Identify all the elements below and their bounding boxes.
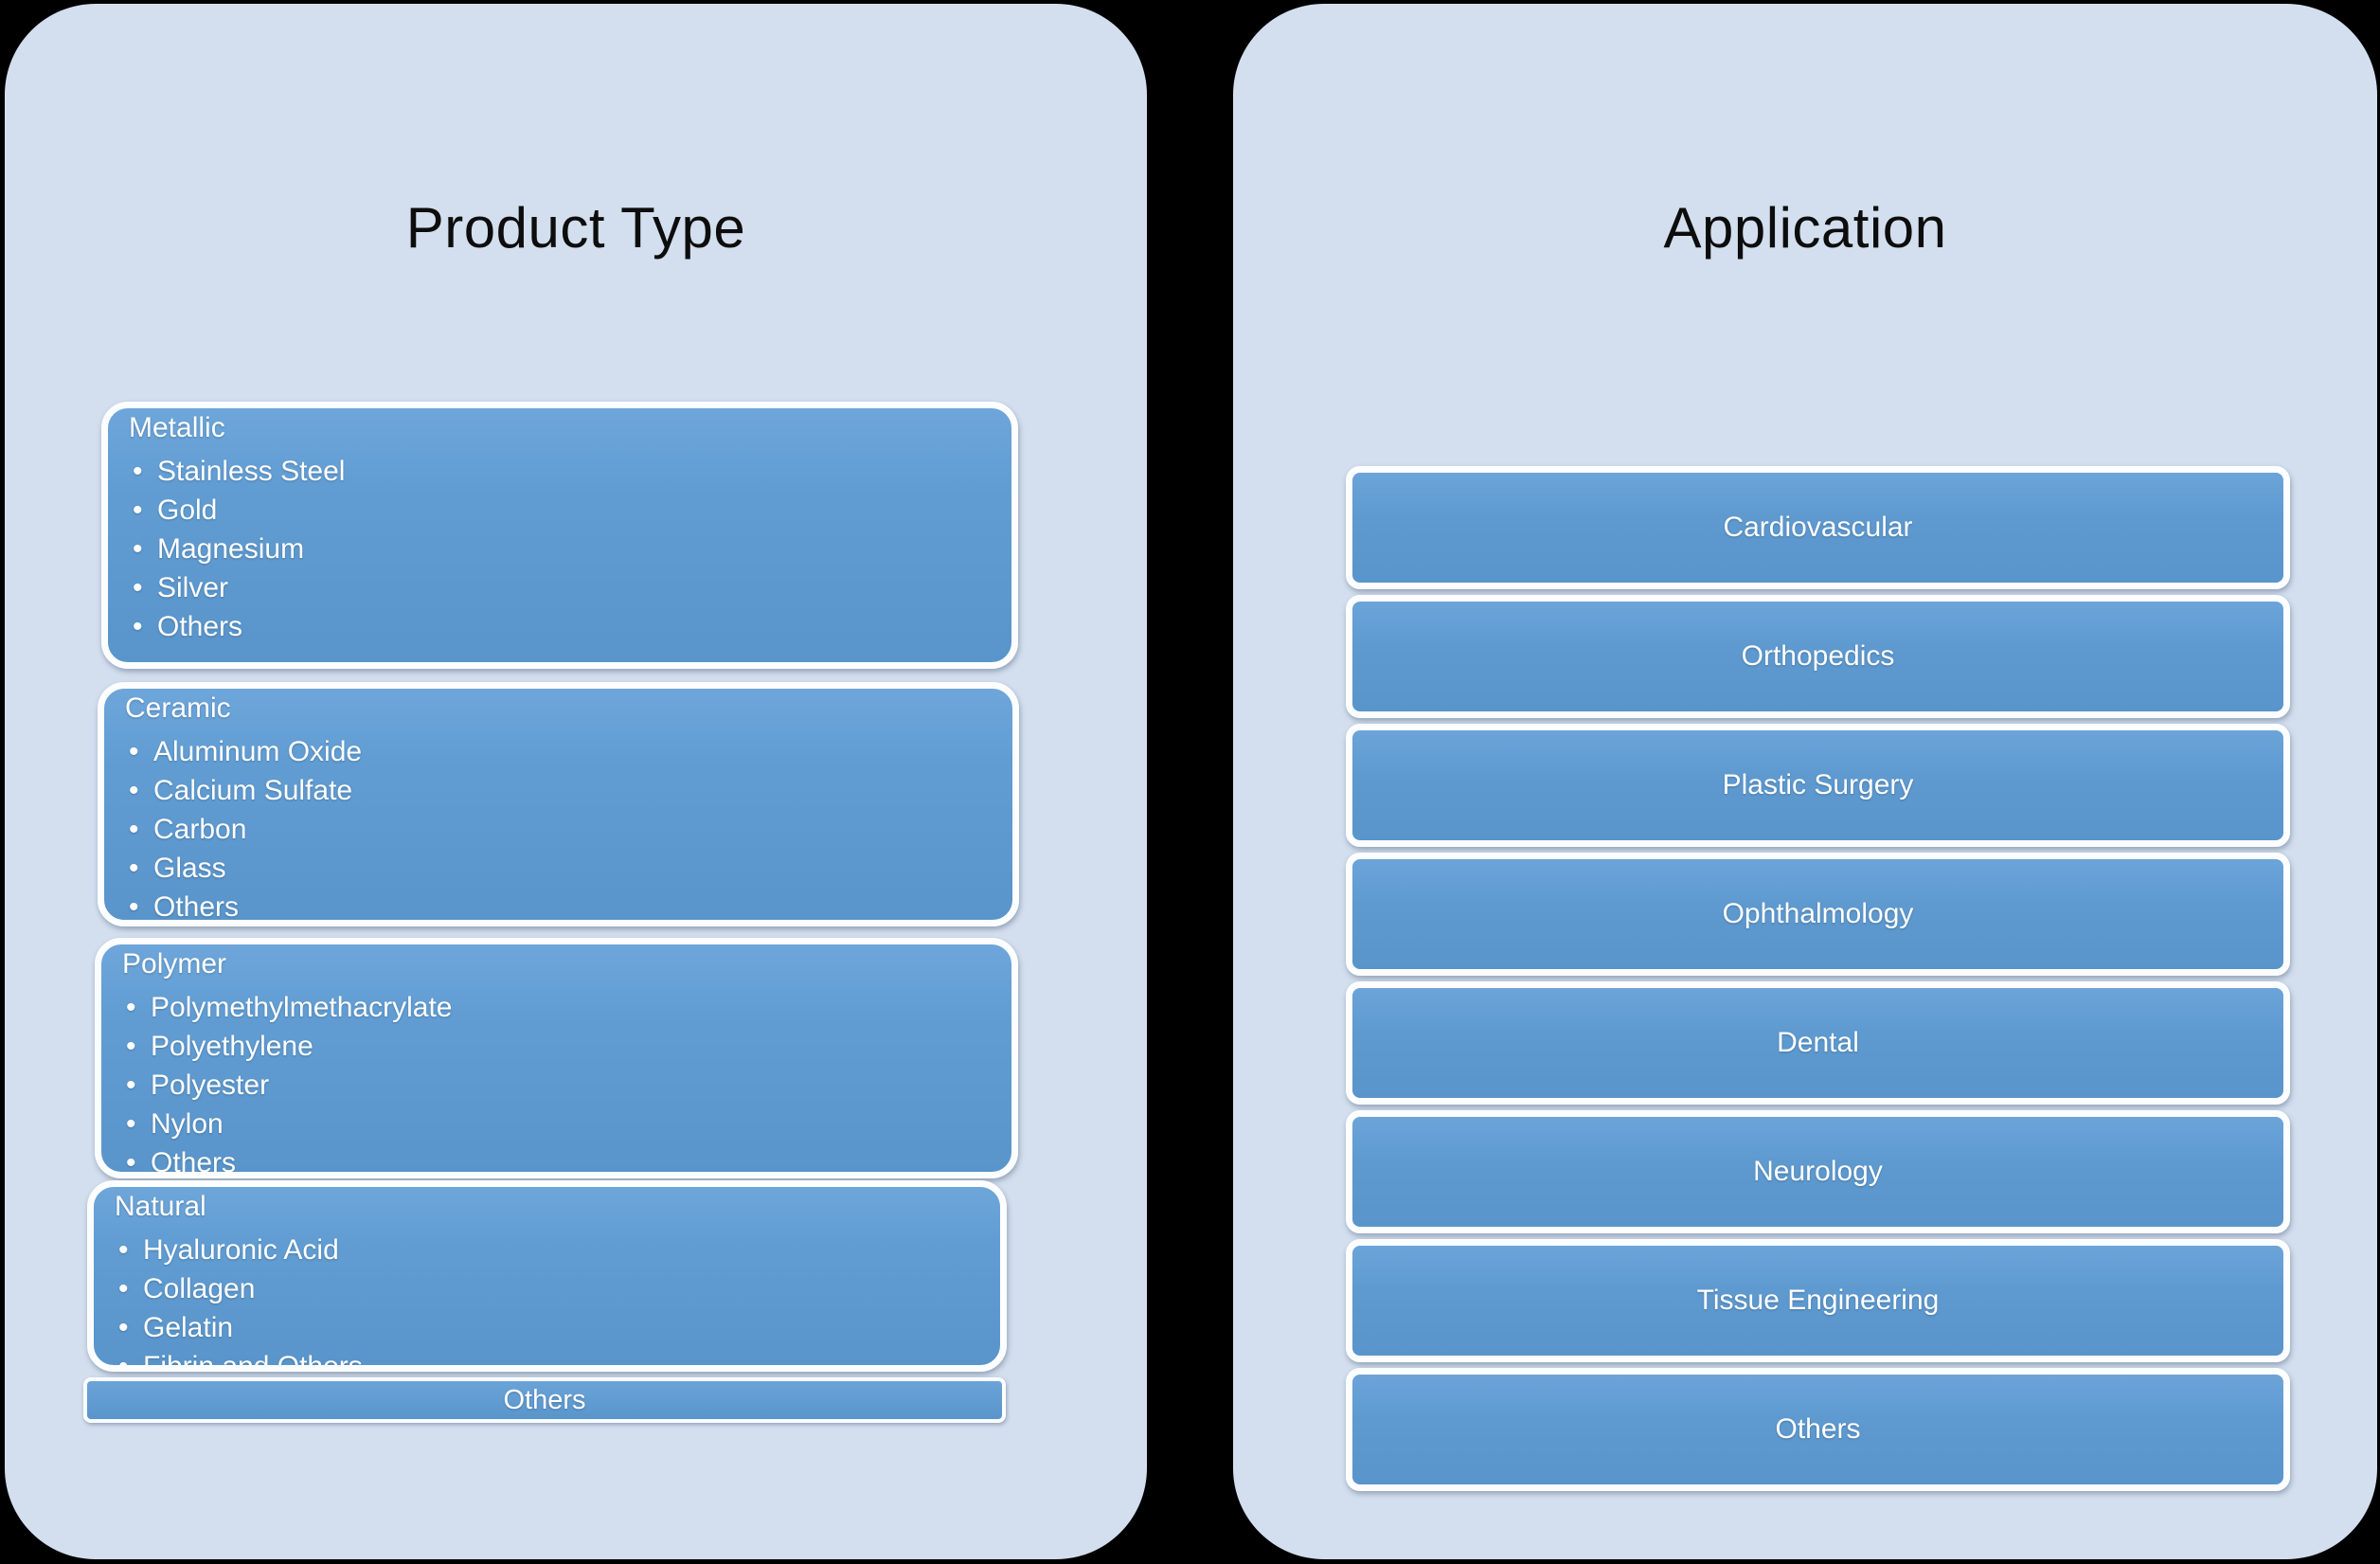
list-item-label: Stainless Steel xyxy=(157,456,346,487)
bullet-icon: • xyxy=(126,1031,136,1062)
list-item: • Others xyxy=(108,607,1011,646)
list-item: • Others xyxy=(101,1143,1011,1178)
bullet-icon: • xyxy=(126,1070,136,1101)
list-item-label: Nylon xyxy=(151,1108,224,1140)
application-label: Neurology xyxy=(1753,1156,1883,1187)
list-item: • Stainless Steel xyxy=(108,452,1011,491)
group-title: Metallic xyxy=(129,412,225,443)
application-box-ophthalmology: Ophthalmology xyxy=(1346,853,2290,976)
group-title: Ceramic xyxy=(125,692,231,724)
application-panel: Application Cardiovascular Orthopedics P… xyxy=(1233,4,2377,1559)
bullet-icon: • xyxy=(133,494,143,526)
group-box-others: Others xyxy=(83,1377,1006,1423)
bullet-icon: • xyxy=(118,1273,129,1304)
group-box-polymer: Polymer • Polymethylmethacrylate • Polyeth… xyxy=(95,938,1018,1178)
bullet-icon: • xyxy=(133,572,143,603)
list-item: • Silver xyxy=(108,568,1011,607)
list-item-label: Silver xyxy=(157,572,229,603)
list-item-label: Polyester xyxy=(151,1070,270,1101)
application-box-cardiovascular: Cardiovascular xyxy=(1346,466,2290,589)
bullet-icon: • xyxy=(129,891,139,923)
bullet-list: • Polymethylmethacrylate • Polyethylene • P… xyxy=(101,988,1011,1178)
bullet-list: • Aluminum Oxide • Calcium Sulfate • Carbon… xyxy=(104,732,1012,923)
application-box-tissue-engineering: Tissue Engineering xyxy=(1346,1239,2290,1362)
list-item-label: Fibrin and Others xyxy=(143,1351,363,1372)
list-item-label: Carbon xyxy=(153,814,247,845)
application-box-dental: Dental xyxy=(1346,981,2290,1105)
bullet-icon: • xyxy=(118,1312,129,1343)
list-item-label: Collagen xyxy=(143,1273,256,1304)
application-label: Dental xyxy=(1777,1027,1859,1058)
list-item: • Others xyxy=(104,888,1012,923)
list-item: • Polymethylmethacrylate xyxy=(101,988,1011,1027)
bullet-icon: • xyxy=(118,1351,129,1372)
list-item-label: Gelatin xyxy=(143,1312,234,1343)
list-item-label: Others xyxy=(157,611,243,642)
group-title: Natural xyxy=(115,1191,206,1222)
product-type-panel: Product Type Metallic • Stainless Steel •… xyxy=(5,4,1147,1559)
application-box-others: Others xyxy=(1346,1368,2290,1491)
bullet-icon: • xyxy=(129,814,139,845)
list-item-label: Hyaluronic Acid xyxy=(143,1234,339,1266)
group-box-ceramic: Ceramic • Aluminum Oxide • Calcium Sulfate… xyxy=(98,682,1019,926)
bullet-icon: • xyxy=(129,775,139,806)
list-item-label: Magnesium xyxy=(157,533,305,565)
bullet-icon: • xyxy=(126,1147,136,1178)
page-title: Application xyxy=(1663,196,1947,260)
list-item: • Polyester xyxy=(101,1066,1011,1105)
list-item-label: Others xyxy=(153,891,240,923)
list-item: • Fibrin and Others xyxy=(94,1347,1000,1372)
bullet-list: • Stainless Steel • Gold • Magnesium • Silve… xyxy=(108,452,1011,646)
list-item: • Carbon xyxy=(104,810,1012,849)
application-label: Orthopedics xyxy=(1741,640,1895,672)
application-label: Plastic Surgery xyxy=(1722,769,1914,800)
list-item-label: Polymethylmethacrylate xyxy=(151,992,453,1023)
bullet-list: • Hyaluronic Acid • Collagen • Gelatin • Fib… xyxy=(94,1231,1000,1372)
list-item-label: Calcium Sulfate xyxy=(153,775,353,806)
list-item: • Aluminum Oxide xyxy=(104,732,1012,771)
list-item-label: Gold xyxy=(157,494,218,526)
application-label: Ophthalmology xyxy=(1722,898,1914,929)
page-title: Product Type xyxy=(405,196,746,260)
bullet-icon: • xyxy=(133,533,143,565)
list-item: • Calcium Sulfate xyxy=(104,771,1012,810)
list-item: • Glass xyxy=(104,849,1012,888)
list-item: • Polyethylene xyxy=(101,1027,1011,1066)
application-box-neurology: Neurology xyxy=(1346,1110,2290,1233)
list-item-label: Others xyxy=(151,1147,237,1178)
application-label: Others xyxy=(1775,1413,1861,1445)
application-box-plastic-surgery: Plastic Surgery xyxy=(1346,724,2290,847)
group-title: Polymer xyxy=(122,948,227,980)
group-title: Others xyxy=(503,1384,586,1415)
list-item-label: Aluminum Oxide xyxy=(153,736,363,767)
application-label: Cardiovascular xyxy=(1723,512,1913,543)
list-item-label: Glass xyxy=(153,853,226,884)
list-item: • Collagen xyxy=(94,1269,1000,1308)
bullet-icon: • xyxy=(133,456,143,487)
application-label: Tissue Engineering xyxy=(1696,1285,1940,1316)
group-box-natural: Natural • Hyaluronic Acid • Collagen • Gela… xyxy=(87,1180,1007,1372)
bullet-icon: • xyxy=(129,853,139,884)
bullet-icon: • xyxy=(129,736,139,767)
list-item: • Hyaluronic Acid xyxy=(94,1231,1000,1269)
list-item-label: Polyethylene xyxy=(151,1031,313,1062)
bullet-icon: • xyxy=(118,1234,129,1266)
list-item: • Gold xyxy=(108,491,1011,530)
application-box-orthopedics: Orthopedics xyxy=(1346,595,2290,718)
list-item: • Nylon xyxy=(101,1105,1011,1143)
list-item: • Gelatin xyxy=(94,1308,1000,1347)
group-box-metallic: Metallic • Stainless Steel • Gold • Magnesi… xyxy=(101,402,1018,669)
bullet-icon: • xyxy=(133,611,143,642)
bullet-icon: • xyxy=(126,992,136,1023)
bullet-icon: • xyxy=(126,1108,136,1140)
list-item: • Magnesium xyxy=(108,530,1011,568)
